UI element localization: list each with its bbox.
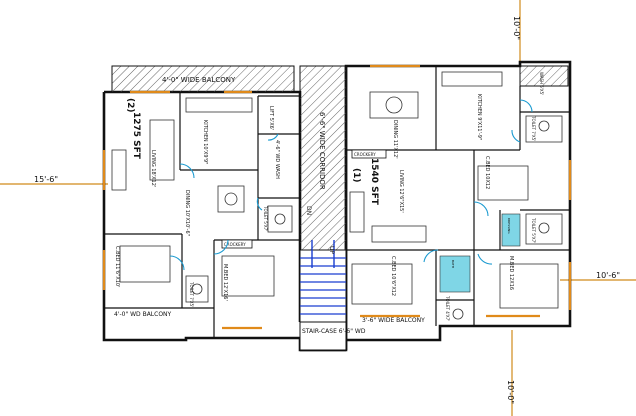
cbed-right-upper: C.BED 10X12	[484, 156, 490, 189]
stair-dn: DN	[305, 206, 312, 215]
toilet-right-upper: TOILET 7'X5'	[531, 115, 536, 141]
area-left: 1275 SFT	[131, 112, 141, 160]
windows	[102, 64, 572, 330]
dim-right: 10'-6"	[596, 271, 620, 280]
kitchen-right: KITCHEN 9'X11'-9"	[476, 94, 482, 140]
wash-right: WASH 5'X5'	[539, 72, 544, 95]
stair-up: UP	[328, 246, 335, 254]
kitchen-left: KITCHEN 10'X9'9"	[202, 120, 208, 164]
right-furniture: CROCKERY	[349, 71, 563, 320]
toilet-right-mid: TOILET 5'X7'	[531, 217, 536, 243]
crockery-left-box	[221, 239, 253, 249]
wash-left: 4'-6" WD WASH	[274, 140, 280, 179]
living-left: LIVING 18'X12'	[150, 150, 156, 187]
cbed-left: C.BED 11'6"X10'	[114, 246, 120, 288]
unit-right-number: (1)	[351, 168, 361, 183]
mbed-left: M.BED 12'X16'	[222, 264, 228, 301]
dressing-label: DRESSING	[507, 218, 511, 234]
crockery-left: CROCKERY	[224, 242, 246, 247]
doors	[169, 99, 533, 271]
balcony-right-bottom: 3'-6" WIDE BALCONY	[362, 317, 425, 324]
crockery-right: CROCKERY	[354, 152, 376, 157]
mbed-right: M.BED 12X16	[508, 256, 514, 290]
dim-bottom-right: 10'-0"	[506, 380, 515, 404]
balcony-top-label: 4'-0" WIDE BALCONY	[162, 76, 236, 84]
cbed-right-lower: C.BED 10'6"X12	[390, 256, 396, 296]
balcony-top	[111, 65, 295, 93]
staircase: DN UP STAIR-CASE 6'-6" WD	[299, 206, 366, 351]
toilet-left-upper: TOILET 5'X7'	[263, 205, 268, 231]
area-right: 1540 SFT	[369, 158, 379, 206]
bath-tiles	[439, 255, 471, 293]
crockery-right-box	[351, 149, 387, 159]
stair-label: STAIR-CASE 6'-6" WD	[302, 328, 366, 335]
bath-label: BATH	[451, 260, 455, 268]
balcony-left-bottom: 4'-0" WD BALCONY	[114, 311, 172, 318]
lift-label: LIFT 5'X6'	[268, 106, 274, 130]
left-furniture: CROCKERY	[111, 97, 293, 303]
dining-right: DINING 11'X12'	[392, 120, 398, 159]
living-right: LIVING 12'6"X15'	[398, 170, 404, 213]
left-unit-walls	[104, 92, 300, 338]
dim-top-right: 10'-0"	[512, 16, 521, 40]
toilet-left-lower: TOILET 7'X5'	[189, 281, 194, 307]
dressing-tiles	[501, 213, 521, 247]
right-unit-walls	[346, 66, 570, 326]
corridor-label: 6'-6" WIDE CORRIDOR	[318, 112, 326, 190]
dining-left: DINING 10'X10'-6"	[184, 190, 190, 236]
right-unit-labels: DINING 11'X12' KITCHEN 9'X11'-9" WASH 5'…	[351, 72, 544, 324]
left-unit-labels: (2) 1275 SFT LIVING 18'X12' KITCHEN 10'X…	[114, 98, 280, 318]
toilet-right-lower: TOILET 4'X7'	[445, 295, 450, 321]
unit-left-number: (2)	[125, 98, 135, 113]
balcony-top-right	[519, 65, 569, 87]
dim-left: 15'-6"	[34, 175, 58, 184]
corridor: 6'-6" WIDE CORRIDOR	[299, 65, 347, 251]
